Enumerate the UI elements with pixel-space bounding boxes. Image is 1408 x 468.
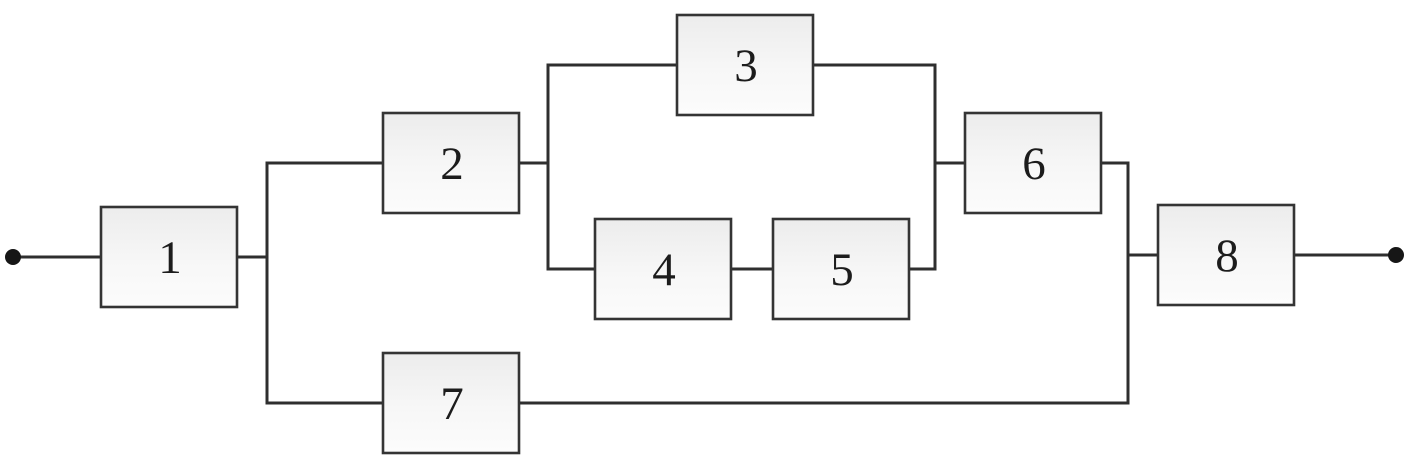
block-4 — [593, 217, 733, 321]
blocks — [99, 13, 1296, 455]
block-labels: 1 2 3 4 5 6 7 8 — [158, 40, 1239, 430]
connectors — [18, 63, 1391, 405]
block-3 — [675, 13, 815, 117]
connector-splitA — [265, 161, 385, 405]
block-3-label: 3 — [734, 40, 758, 92]
block-2-label: 2 — [440, 138, 464, 190]
block-5-label: 5 — [830, 244, 854, 296]
block-6-label: 6 — [1022, 138, 1046, 190]
connector-splitB — [546, 63, 679, 271]
block-7 — [381, 351, 521, 455]
block-6 — [963, 111, 1103, 215]
output-terminal-dot — [1388, 247, 1404, 263]
input-terminal-dot — [5, 249, 21, 265]
block-1-label: 1 — [158, 232, 182, 284]
block-7-label: 7 — [440, 378, 464, 430]
block-8-label: 8 — [1215, 230, 1239, 282]
block-1 — [99, 205, 239, 309]
block-4-label: 4 — [652, 244, 676, 296]
block-5 — [771, 217, 911, 321]
block-8 — [1156, 203, 1296, 307]
block-2 — [381, 111, 521, 215]
